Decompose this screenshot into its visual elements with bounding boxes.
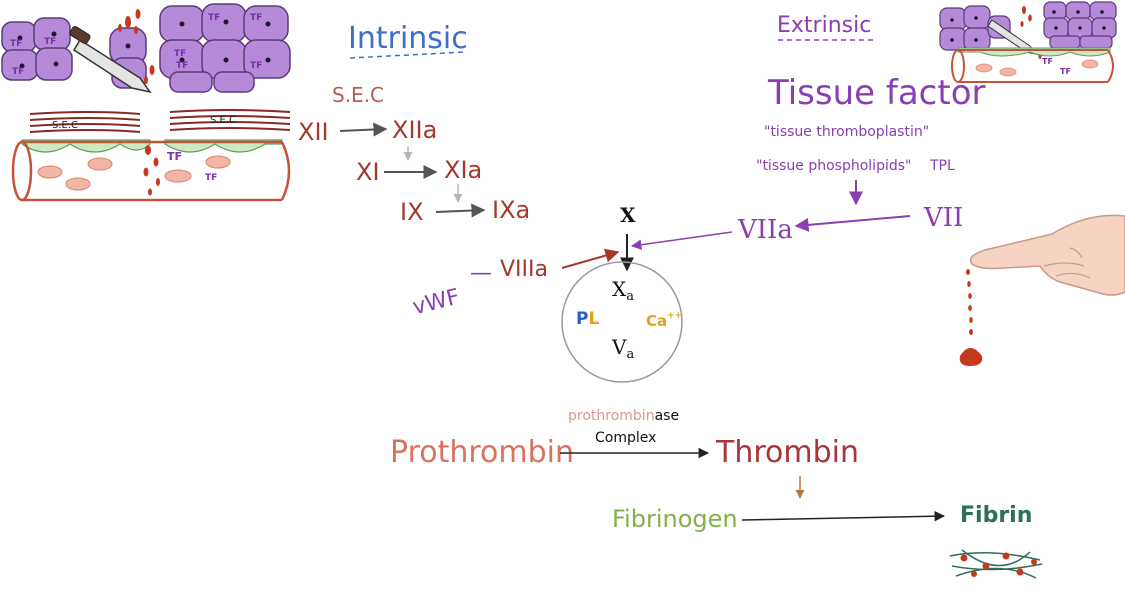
prothrombinase-circle: Xa PL Ca++ Va	[561, 261, 683, 383]
tf-label: TF	[167, 150, 182, 163]
factor-ixa: IXa	[492, 196, 530, 224]
factor-xii: XII	[298, 118, 329, 146]
arrow-viiia-to-x	[561, 248, 620, 269]
sec-heading: S.E.C	[332, 83, 384, 107]
tf-label: TF	[174, 49, 186, 59]
tf-label: TF	[10, 39, 22, 49]
tf-label: TF	[250, 13, 262, 23]
tf-label: TF	[176, 61, 188, 71]
factor-xia: XIa	[444, 156, 482, 184]
factor-va: Va	[611, 335, 634, 362]
knife-icon	[987, 19, 1038, 55]
alias-tissue-phospholipids: "tissue phospholipids"	[756, 158, 911, 174]
tf-label: TF	[12, 67, 24, 77]
fibrin-label: Fibrin	[960, 503, 1032, 528]
knife-icon	[69, 26, 152, 94]
thrombin-label: Thrombin	[715, 435, 859, 470]
pl-label: PL	[576, 309, 599, 329]
factor-xiia: XIIa	[392, 116, 437, 144]
factor-xa: Xa	[612, 277, 634, 304]
fibrin-mesh-icon	[949, 549, 1043, 579]
vwf-dash: —	[470, 261, 492, 286]
factor-viia: VIIa	[737, 215, 793, 245]
intrinsic-underline	[349, 51, 467, 59]
calcium-label: Ca++	[646, 311, 682, 330]
tf-label: TF	[44, 37, 56, 47]
pointing-hand-icon	[969, 214, 1125, 296]
blood-vessel	[11, 140, 291, 202]
tf-label: TF	[208, 13, 220, 23]
intrinsic-cascade: XII XIIa XI XIa IX IXa	[298, 116, 530, 226]
tf-label: TF	[205, 173, 217, 183]
factor-viiia: VIIIa	[500, 257, 548, 282]
arrow-xii-to-xiia	[339, 122, 388, 137]
arrow-vii-to-viia	[794, 215, 911, 232]
tpl-label: TPL	[929, 158, 955, 174]
arrow-ix-to-ixa	[435, 203, 486, 218]
extrinsic-illustration: TF TF	[939, 1, 1117, 83]
complex-label: Complex	[595, 430, 656, 446]
prothrombinase-label: prothrombinase	[568, 408, 679, 424]
alias-tissue-thromboplastin: "tissue thromboplastin"	[764, 124, 929, 140]
blood-drop-icon	[959, 269, 983, 366]
sec-label-left: S.E.C	[52, 120, 78, 131]
intrinsic-title: Intrinsic	[348, 21, 468, 56]
prothrombin-label: Prothrombin	[390, 435, 574, 470]
tf-label: TF	[1060, 67, 1071, 76]
factor-xi: XI	[356, 158, 380, 186]
arrow-viia-to-x	[630, 231, 733, 250]
tissue-factor-label: Tissue factor	[767, 73, 986, 113]
fibrinogen-label: Fibrinogen	[612, 505, 738, 533]
tf-label: TF	[1042, 57, 1053, 66]
arrow-fibrinogen-to-fibrin	[741, 510, 946, 522]
tf-label: TF	[250, 61, 262, 71]
red-blood-cells	[37, 155, 231, 191]
sub-endothelial-collagen	[29, 109, 291, 133]
extrinsic-title: Extrinsic	[777, 13, 871, 38]
phospholipid-surface	[561, 261, 683, 383]
factor-x: X	[620, 203, 636, 227]
intrinsic-illustration: TF TF TF TF TF TF TF TF	[1, 3, 291, 202]
tissue-factor-labels-left: TF TF TF TF TF TF TF TF	[10, 13, 262, 77]
factor-vii: VII	[923, 203, 963, 233]
vwf-label: vWF	[410, 285, 462, 321]
sec-label-right: S.E.C	[210, 115, 236, 126]
factor-ix: IX	[400, 198, 424, 226]
blood-drop-icon	[118, 9, 155, 84]
viii-cofactor: vWF — VIIIa	[410, 248, 620, 321]
